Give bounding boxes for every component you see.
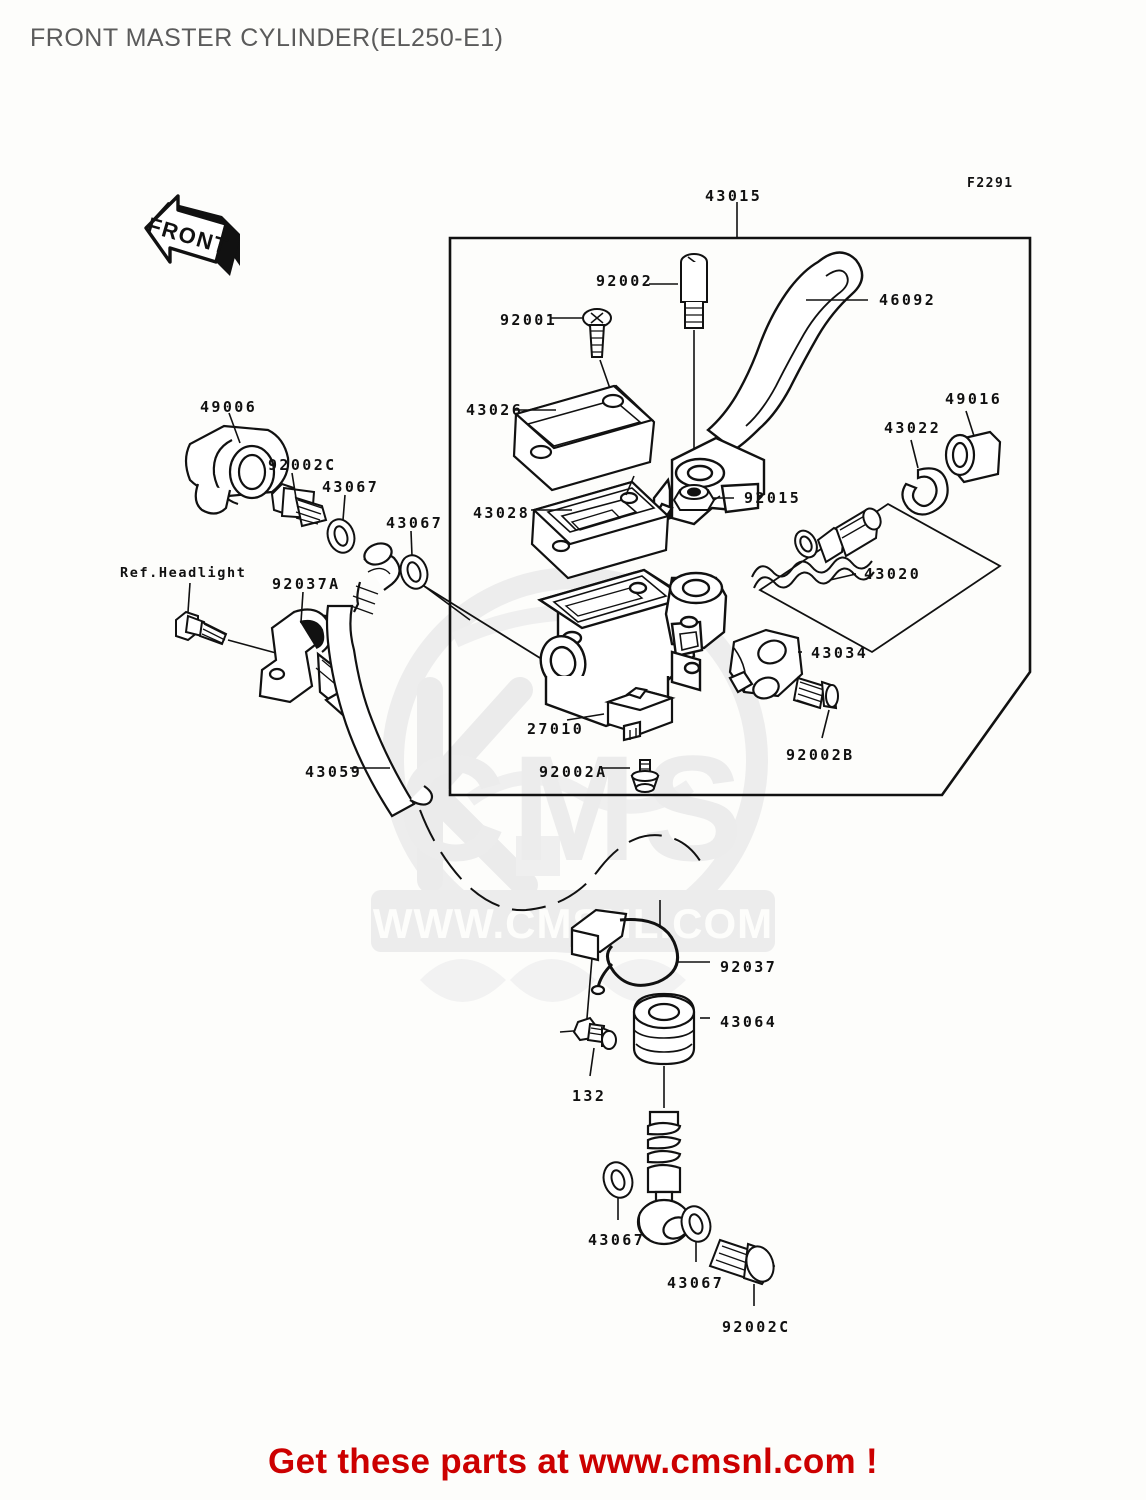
watermark-cms: CMS WWW.CMSNL.COM [371, 567, 775, 1002]
part-ref-headlight-bolt [175, 610, 228, 646]
part-43022-circlip [901, 467, 949, 516]
callout-49006: 49006 [200, 398, 258, 416]
part-92002B [792, 676, 839, 710]
callout-43059: 43059 [305, 763, 363, 781]
part-43067-a [326, 518, 356, 554]
part-92001 [582, 308, 612, 358]
part-43020-kit [751, 502, 1002, 654]
part-92002A [630, 759, 660, 793]
part-27010-switch [604, 686, 676, 742]
part-43026-cap [512, 384, 656, 492]
part-43028-diaphragm [530, 480, 671, 580]
callout-92002B: 92002B [786, 746, 855, 764]
callout-43034: 43034 [811, 644, 869, 662]
part-43059-hose [325, 542, 434, 818]
part-92015 [672, 484, 716, 511]
callout-46092: 46092 [879, 291, 937, 309]
callout-92002: 92002 [596, 272, 654, 290]
svg-text:CMS: CMS [397, 724, 748, 892]
callout-92002A: 92002A [539, 763, 608, 781]
part-43067-d [680, 1205, 712, 1243]
callout-43067-b: 43067 [386, 514, 444, 532]
part-43064-grommet [632, 992, 696, 1066]
part-49016-boot [944, 430, 1002, 484]
callout-43028: 43028 [473, 504, 531, 522]
callout-43022: 43022 [884, 419, 942, 437]
callout-43020: 43020 [864, 565, 922, 583]
callout-43067-d: 43067 [667, 1274, 725, 1292]
part-92002 [680, 253, 708, 329]
part-master-cylinder-body [537, 568, 728, 728]
assembly-group-box [448, 202, 1032, 797]
footer-cta: Get these parts at www.cmsnl.com ! [268, 1442, 878, 1481]
callout-ref-headlight: Ref.Headlight [120, 565, 247, 581]
front-arrow-icon: FRONT [144, 194, 240, 276]
callout-92037: 92037 [720, 958, 778, 976]
part-92002C-upper [270, 482, 328, 528]
callout-92001: 92001 [500, 311, 558, 329]
sheet-code: F2291 [967, 176, 1014, 191]
part-92037-clamp [570, 908, 679, 996]
callout-92002C: 92002C [268, 456, 337, 474]
callout-43015: 43015 [705, 187, 763, 205]
part-92002C-lower [708, 1238, 776, 1286]
page-title: FRONT MASTER CYLINDER(EL250-E1) [30, 24, 504, 52]
part-banjo-bolt [636, 1110, 692, 1246]
part-43034-clamp [728, 628, 804, 700]
callout-43067-c: 43067 [588, 1231, 646, 1249]
callout-92015: 92015 [744, 489, 802, 507]
callout-49016: 49016 [945, 390, 1003, 408]
part-49006 [184, 424, 290, 515]
callout-43064: 43064 [720, 1013, 778, 1031]
part-43067-c [602, 1161, 634, 1199]
callout-27010: 27010 [527, 720, 585, 738]
part-132-bolt [572, 1016, 617, 1050]
callout-132: 132 [572, 1087, 607, 1105]
callout-43026: 43026 [466, 401, 524, 419]
callout-92002C-lower: 92002C [722, 1318, 791, 1336]
callout-43067-a: 43067 [322, 478, 380, 496]
part-43067-b [399, 554, 429, 590]
callout-92037A: 92037A [272, 575, 341, 593]
